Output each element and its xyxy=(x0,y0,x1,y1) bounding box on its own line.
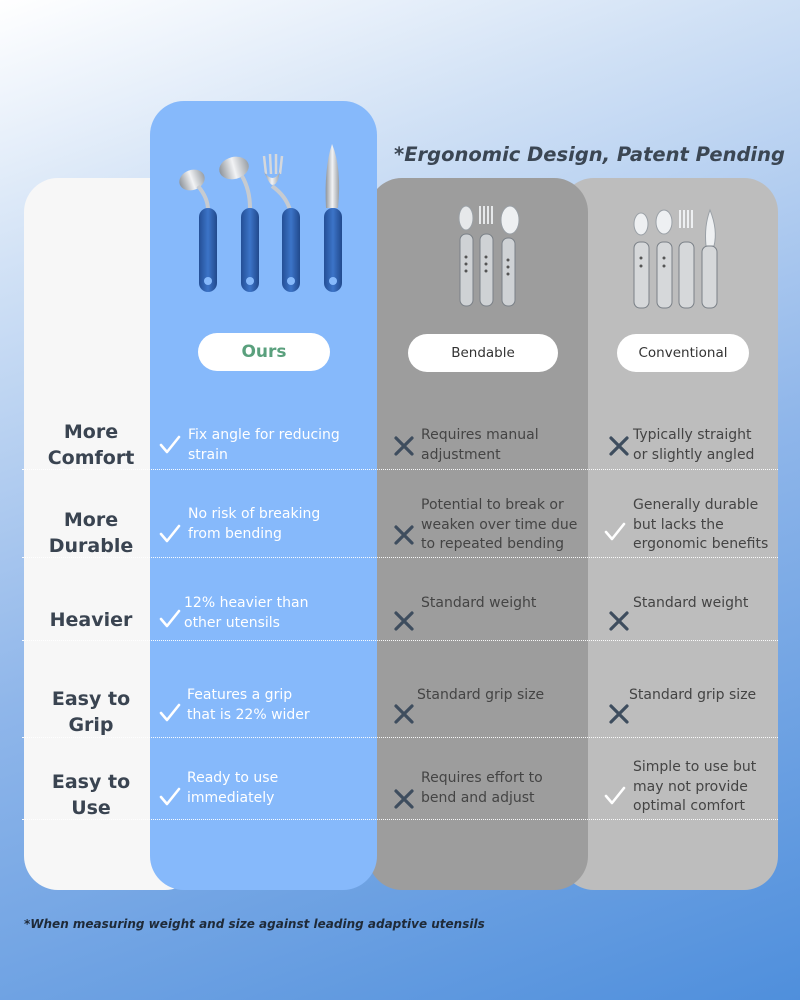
footnote: *When measuring weight and size against … xyxy=(24,917,485,931)
row-divider xyxy=(22,469,778,470)
cross-icon xyxy=(392,434,416,458)
cross-icon xyxy=(607,609,631,633)
row-divider xyxy=(22,737,778,738)
cross-icon xyxy=(607,434,631,458)
row-divider xyxy=(22,557,778,558)
row-divider xyxy=(22,640,778,641)
check-icon xyxy=(158,785,182,809)
cross-icon xyxy=(392,609,416,633)
check-icon xyxy=(603,520,627,544)
conventional-cell: Standard grip size xyxy=(629,687,757,703)
row-divider xyxy=(22,819,778,820)
column-header-ours: Ours xyxy=(198,333,330,371)
bendable-cell: Standard weight xyxy=(421,595,537,611)
ours-utensils-image xyxy=(172,138,352,298)
cross-icon xyxy=(392,787,416,811)
cross-icon xyxy=(392,523,416,547)
cross-icon xyxy=(392,702,416,726)
bendable-cell: Standard grip size xyxy=(417,687,545,703)
check-icon xyxy=(158,701,182,725)
column-header-conventional: Conventional xyxy=(617,334,749,372)
check-icon xyxy=(158,522,182,546)
cross-icon xyxy=(607,702,631,726)
column-header-bendable: Bendable xyxy=(408,334,558,372)
conventional-cell: Standard weight xyxy=(633,595,749,611)
row-label-heavier: Heavier xyxy=(49,609,133,631)
conventional-utensils-image xyxy=(630,206,722,312)
tagline: *Ergonomic Design, Patent Pending xyxy=(394,143,785,166)
check-icon xyxy=(158,433,182,457)
check-icon xyxy=(603,784,627,808)
check-icon xyxy=(158,607,182,631)
bendable-utensils-image xyxy=(452,202,522,312)
